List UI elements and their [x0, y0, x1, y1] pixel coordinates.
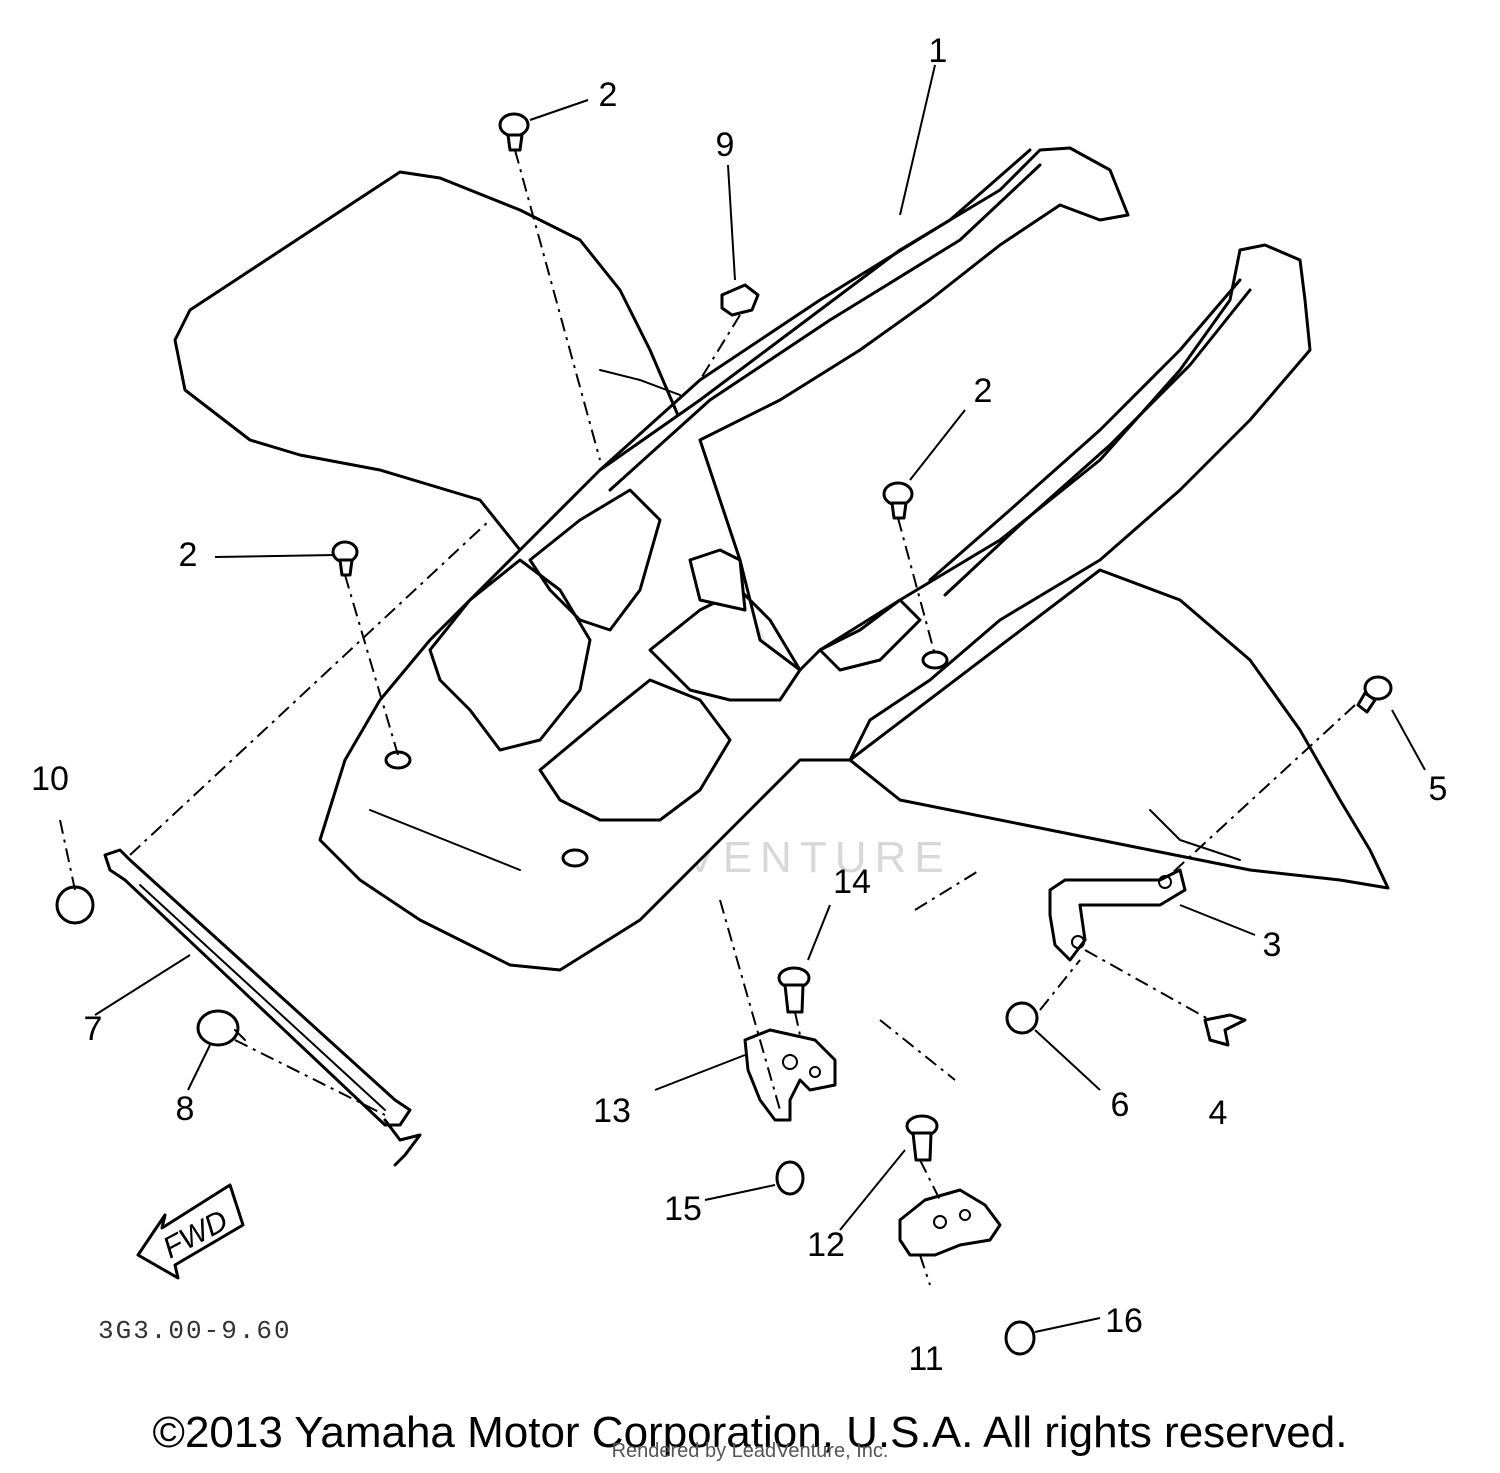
- bracket-11: [898, 1188, 1002, 1257]
- bracket-3: [1048, 868, 1187, 962]
- screw-2a: [498, 112, 530, 152]
- clip-4: [1203, 1013, 1247, 1047]
- screw-2b: [331, 540, 359, 577]
- bracket-13: [743, 1028, 837, 1122]
- diagram-code: 3G3.00-9.60: [98, 1316, 292, 1346]
- rivet-5: [1356, 675, 1393, 714]
- callout-8: 8: [176, 1090, 195, 1128]
- nut-16: [1004, 1320, 1036, 1356]
- callout-14: 14: [833, 863, 871, 901]
- front-fender-body: [173, 146, 1390, 972]
- nut-9: [720, 283, 760, 317]
- callout-5: 5: [1429, 770, 1448, 808]
- screw-2c: [882, 481, 914, 520]
- nut-15: [775, 1160, 805, 1196]
- fwd-arrow: FWD: [136, 1183, 245, 1280]
- callout-1: 1: [929, 32, 948, 70]
- callout-9: 9: [716, 126, 735, 164]
- nut-6: [1005, 1001, 1039, 1035]
- grommet-8: [196, 1009, 246, 1047]
- bolt-12: [905, 1114, 939, 1162]
- nut-10: [55, 885, 95, 925]
- callout-12: 12: [807, 1226, 845, 1264]
- callout-11: 11: [908, 1340, 943, 1378]
- callout-10: 10: [31, 760, 69, 798]
- callout-7: 7: [84, 1010, 103, 1048]
- callout-16: 16: [1105, 1302, 1143, 1340]
- callout-2c: 2: [974, 372, 993, 410]
- bolt-14: [777, 966, 811, 1014]
- fender-stay-bracket: [103, 848, 422, 1167]
- copyright-notice: ©2013 Yamaha Motor Corporation, U.S.A. A…: [152, 1408, 1348, 1457]
- callout-4: 4: [1209, 1094, 1228, 1132]
- callout-3: 3: [1263, 926, 1282, 964]
- callout-6: 6: [1111, 1086, 1130, 1124]
- callout-13: 13: [593, 1092, 631, 1130]
- rendered-by-notice: Rendered by LeadVenture, Inc.: [611, 1440, 889, 1462]
- callout-15: 15: [664, 1190, 702, 1228]
- callout-2b: 2: [179, 536, 198, 574]
- callout-2a: 2: [599, 76, 618, 114]
